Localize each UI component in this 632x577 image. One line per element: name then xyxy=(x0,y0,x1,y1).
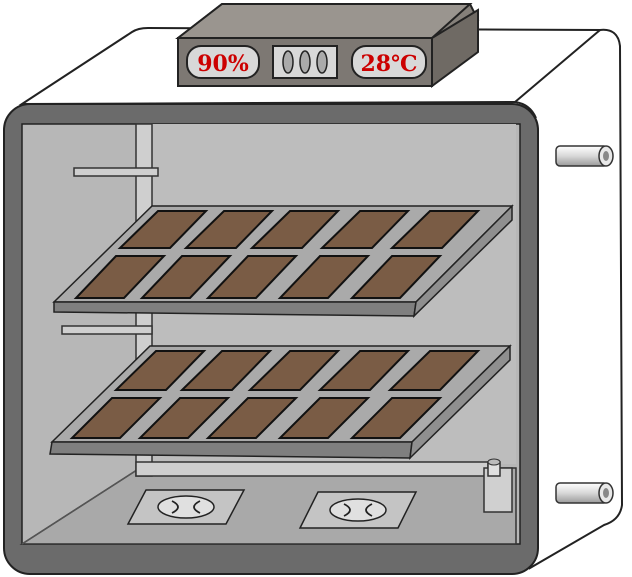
temperature-readout: 28℃ xyxy=(361,51,418,77)
sample-slab xyxy=(137,397,231,439)
fan-left xyxy=(126,489,246,525)
indicator-light-1 xyxy=(282,50,294,74)
sample-slab xyxy=(205,255,299,299)
sample-slab xyxy=(319,210,411,249)
side-pipe-lower xyxy=(555,482,614,504)
control-panel: 90% 28℃ xyxy=(175,3,480,88)
sample-slab xyxy=(277,255,371,299)
side-pipe-upper xyxy=(555,145,614,167)
indicator-lights xyxy=(272,45,338,79)
sample-slab xyxy=(113,350,207,391)
sample-slab xyxy=(247,350,341,391)
sample-slab xyxy=(139,255,233,299)
sample-slab xyxy=(179,350,273,391)
lower-tray xyxy=(49,344,512,461)
humidity-readout: 90% xyxy=(197,51,249,77)
sample-slab xyxy=(349,255,443,299)
indicator-light-2 xyxy=(299,50,311,74)
fan-right xyxy=(298,491,418,529)
sample-slab xyxy=(69,397,163,439)
sample-slab xyxy=(317,350,411,391)
sample-slab xyxy=(205,397,299,439)
sample-slab xyxy=(249,210,341,249)
sample-slab xyxy=(117,210,209,249)
upper-tray xyxy=(52,204,514,319)
sensor-unit xyxy=(483,458,513,513)
sample-slab xyxy=(387,350,481,391)
sample-slab xyxy=(277,397,371,439)
sample-slab xyxy=(389,210,481,249)
sample-slab xyxy=(349,397,443,439)
humidity-display: 90% xyxy=(186,45,260,79)
sample-slab xyxy=(183,210,275,249)
inner-chamber xyxy=(19,123,521,545)
indicator-light-3 xyxy=(316,50,328,74)
sample-slab xyxy=(73,255,167,299)
temperature-display: 28℃ xyxy=(351,45,427,79)
